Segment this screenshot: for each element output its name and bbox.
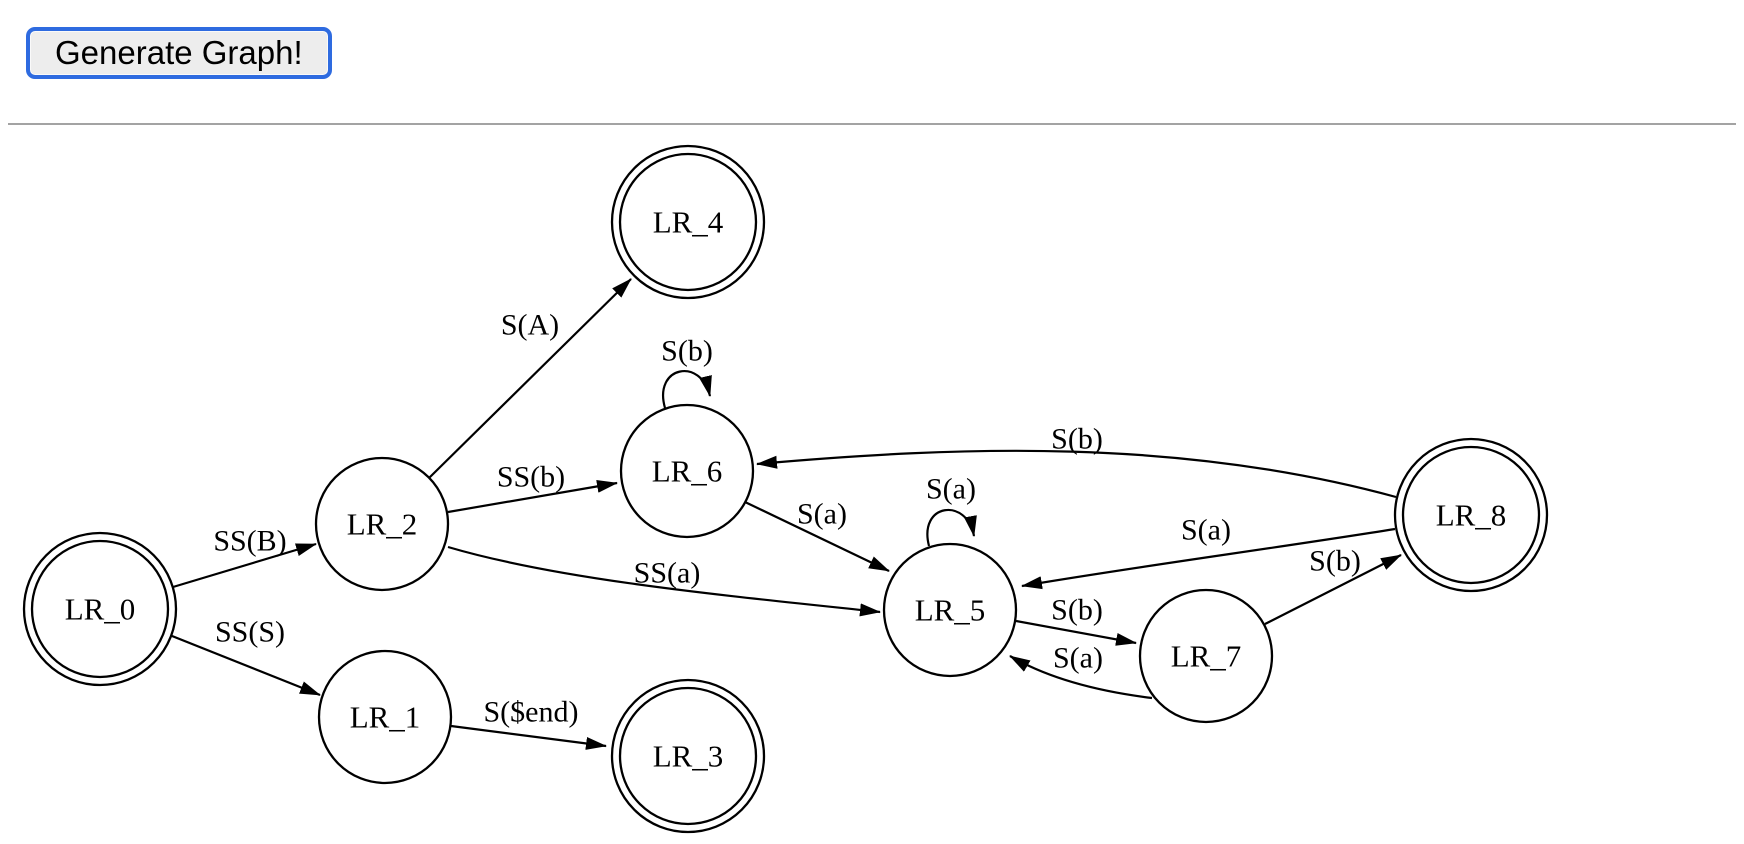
state-node-LR_1: LR_1 (317, 649, 453, 785)
state-circle (314, 456, 450, 592)
state-node-LR_7: LR_7 (1138, 588, 1274, 724)
edge-LR_5-LR_7 (1015, 619, 1137, 646)
edge-label-LR_8-LR_5: S(a) (1181, 514, 1231, 547)
state-node-LR_2: LR_2 (314, 456, 450, 592)
edge-LR_8-LR_6 (756, 449, 1397, 499)
edge-label-LR_7-LR_5: S(a) (1053, 642, 1103, 675)
edge-LR_7-LR_5 (1009, 655, 1153, 700)
state-label: LR_8 (1436, 498, 1507, 533)
state-label: LR_3 (653, 739, 724, 774)
edge-LR_2-LR_4 (428, 278, 632, 479)
divider (8, 123, 1736, 125)
state-outer-circle (610, 678, 766, 834)
state-label: LR_2 (347, 507, 418, 542)
edge-label-LR_0-LR_1: SS(S) (215, 616, 285, 649)
edge-label-LR_6-LR_5: S(a) (797, 498, 847, 531)
edge-LR_6-LR_5 (744, 501, 890, 572)
edge-label-LR_2-LR_5: SS(a) (634, 557, 701, 590)
edge-LR_0-LR_2 (172, 542, 317, 589)
edge-label-LR_5-LR_5: S(a) (926, 473, 976, 506)
state-node-LR_5: LR_5 (882, 542, 1018, 678)
state-outer-circle (610, 144, 766, 300)
state-node-LR_6: LR_6 (619, 403, 755, 539)
edge-LR_5-LR_5 (926, 509, 977, 547)
state-circle (619, 403, 755, 539)
edge-label-LR_2-LR_6: SS(b) (497, 461, 565, 494)
state-label: LR_0 (65, 592, 136, 627)
toolbar: Generate Graph! (0, 0, 1744, 79)
state-label: LR_7 (1171, 639, 1242, 674)
state-outer-circle (1393, 437, 1549, 593)
edge-LR_2-LR_6 (447, 479, 618, 514)
state-circle (882, 542, 1018, 678)
edge-label-LR_0-LR_2: SS(B) (213, 525, 286, 558)
state-machine-diagram: LR_0LR_1 LR_2LR_3 LR_4LR_5 LR_6LR_7 LR_8SS(B… (22, 144, 1549, 834)
state-node-LR_0: LR_0 (22, 531, 178, 687)
state-circle (317, 649, 453, 785)
edge-label-LR_6-LR_6: S(b) (661, 335, 713, 368)
edge-label-LR_1-LR_3: S($end) (484, 696, 579, 729)
edge-LR_2-LR_5 (447, 545, 881, 617)
edge-label-LR_8-LR_6: S(b) (1051, 423, 1103, 456)
state-inner-circle (618, 686, 758, 826)
state-node-LR_3: LR_3 (610, 678, 766, 834)
state-outer-circle (22, 531, 178, 687)
state-label: LR_4 (653, 205, 724, 240)
edge-label-LR_2-LR_4: S(A) (501, 309, 559, 342)
edge-label-LR_7-LR_8: S(b) (1309, 545, 1361, 578)
state-inner-circle (30, 539, 170, 679)
edge-LR_8-LR_5 (1021, 527, 1396, 590)
state-label: LR_6 (652, 454, 723, 489)
state-circle (1138, 588, 1274, 724)
state-node-LR_8: LR_8 (1393, 437, 1549, 593)
state-label: LR_1 (350, 700, 421, 735)
state-label: LR_5 (915, 593, 986, 628)
state-node-LR_4: LR_4 (610, 144, 766, 300)
edge-LR_1-LR_3 (450, 724, 607, 750)
edge-label-LR_5-LR_7: S(b) (1051, 594, 1103, 627)
generate-graph-button[interactable]: Generate Graph! (26, 27, 332, 79)
state-inner-circle (1401, 445, 1541, 585)
state-inner-circle (618, 152, 758, 292)
edge-LR_6-LR_6 (662, 370, 712, 409)
edge-LR_0-LR_1 (171, 634, 321, 697)
edge-LR_7-LR_8 (1264, 554, 1402, 625)
